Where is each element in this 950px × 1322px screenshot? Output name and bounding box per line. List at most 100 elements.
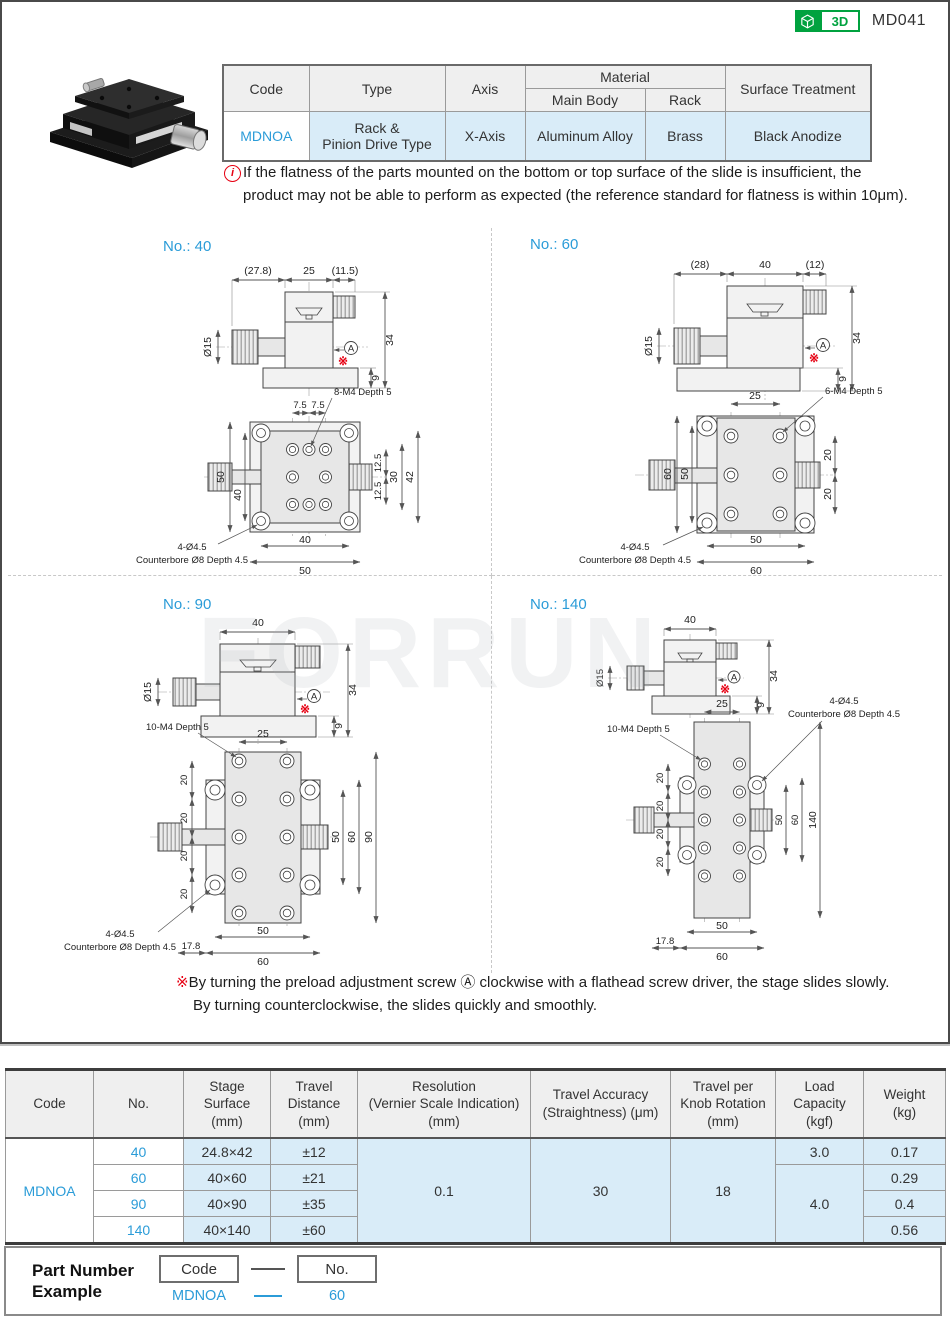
3d-viewer-badge[interactable]: 3D xyxy=(794,10,860,32)
dim-label: 50 xyxy=(679,468,691,480)
spec-no-140: 140 xyxy=(93,1216,184,1244)
reference-mark: ※ xyxy=(176,974,189,991)
callout-label: Counterbore Ø8 Depth 4.5 xyxy=(136,555,248,566)
flatness-note-text: If the flatness of the parts mounted on … xyxy=(243,162,908,207)
dim-label: 34 xyxy=(768,670,780,682)
m4-holes xyxy=(723,428,788,522)
dim-label: 7.5 xyxy=(293,400,306,411)
dim-label: 25 xyxy=(257,728,269,740)
drawing-no140-title: No.: 140 xyxy=(530,596,587,613)
dim-label: (27.8) xyxy=(244,265,271,277)
ov-header-material: Material xyxy=(524,64,726,89)
ov-type-value: Rack & Pinion Drive Type xyxy=(308,111,446,162)
callout-label: 4-Ø4.5 xyxy=(829,696,858,707)
table-row: 90 40×90 ±35 0.4 xyxy=(6,1190,946,1217)
drawing-no60-svg: (28) 40 (12) Ø15 34 9 A ※ xyxy=(579,259,883,577)
spec-travel-40: ±12 xyxy=(270,1137,358,1165)
drawing-no90-title: No.: 90 xyxy=(163,596,212,613)
preload-star: ※ xyxy=(300,702,310,716)
preload-star: ※ xyxy=(338,354,348,368)
dim-label: Ø15 xyxy=(643,336,655,356)
ov-main-body-value: Aluminum Alloy xyxy=(524,111,646,162)
part-number-no-value: 60 xyxy=(328,1288,346,1304)
dim-label: Ø15 xyxy=(142,682,154,702)
dim-label: 34 xyxy=(347,684,359,696)
dim-label: 12.5 xyxy=(373,482,384,501)
spec-header-knob-rotation: Travel per Knob Rotation (mm) xyxy=(670,1069,776,1139)
dim-label: 7.5 xyxy=(311,400,324,411)
dim-label: 9 xyxy=(333,723,345,729)
m4-holes xyxy=(286,443,332,511)
overview-table-wrap: Code Type Axis Material Surface Treatmen… xyxy=(222,64,873,162)
spec-load-40: 3.0 xyxy=(775,1137,864,1165)
dim-label: 60 xyxy=(750,565,762,577)
dim-label: 50 xyxy=(215,471,227,483)
spec-weight-60: 0.29 xyxy=(863,1164,946,1191)
preload-note-line1: By turning the preload adjustment screw … xyxy=(188,974,890,991)
m4-holes xyxy=(231,753,295,921)
cube-3d-icon xyxy=(794,10,820,32)
part-number-title: Part Number Example xyxy=(32,1260,135,1301)
marker-a: A xyxy=(820,341,827,352)
ov-header-surface: Surface Treatment xyxy=(724,64,872,112)
spec-header-code: Code xyxy=(5,1069,94,1139)
callout-label: 4-Ø4.5 xyxy=(620,542,649,553)
callout-label: 10-M4 Depth 5 xyxy=(607,724,670,735)
product-photo-graphic xyxy=(50,78,208,168)
counterbore-holes xyxy=(677,775,767,865)
dim-label: 20 xyxy=(822,488,834,500)
dim-label: 25 xyxy=(749,390,761,402)
part-number-code-value: MDNOA xyxy=(172,1288,227,1304)
ov-header-type: Type xyxy=(308,64,446,112)
dim-label: 50 xyxy=(330,831,342,843)
spec-weight-140: 0.56 xyxy=(863,1216,946,1244)
dim-label: 30 xyxy=(388,471,400,483)
spec-header-row: Code No. Stage Surface (mm) Travel Dista… xyxy=(5,1069,946,1139)
dim-label: 50 xyxy=(774,815,785,826)
overview-table: Code Type Axis Material Surface Treatmen… xyxy=(222,64,873,162)
callout-label: 4-Ø4.5 xyxy=(177,542,206,553)
marker-a: A xyxy=(731,673,738,684)
spec-header-stage-surface: Stage Surface (mm) xyxy=(183,1069,271,1139)
callout-label: Counterbore Ø8 Depth 4.5 xyxy=(788,709,900,720)
flatness-note: i If the flatness of the parts mounted o… xyxy=(224,162,924,207)
callout-label: 4-Ø4.5 xyxy=(105,929,134,940)
table-row: 140 40×140 ±60 0.56 xyxy=(6,1216,946,1244)
dim-label: 50 xyxy=(299,565,311,575)
dim-label: 60 xyxy=(790,815,801,826)
dim-label: 50 xyxy=(716,920,728,932)
callout-label: 6-M4 Depth 5 xyxy=(825,386,883,397)
spec-no-40: 40 xyxy=(93,1137,184,1165)
dim-label: 17.8 xyxy=(182,941,201,952)
spec-code-value: MDNOA xyxy=(5,1137,94,1244)
ov-surface-value: Black Anodize xyxy=(724,111,872,162)
dim-label: 60 xyxy=(662,468,674,480)
spec-table-wrap: Code No. Stage Surface (mm) Travel Dista… xyxy=(5,1068,946,1245)
callout-label: 10-M4 Depth 5 xyxy=(146,722,209,733)
part-number-dash-blue xyxy=(254,1295,283,1297)
spec-weight-40: 0.17 xyxy=(863,1137,946,1165)
dim-label: 40 xyxy=(299,534,311,546)
dim-label: 20 xyxy=(655,801,666,812)
drawing-no40: No.: 40 (27.8) 25 xyxy=(8,228,492,576)
dim-label: 140 xyxy=(807,811,819,829)
counterbore-holes xyxy=(204,779,321,896)
dim-label: 12.5 xyxy=(373,454,384,473)
dim-label: 9 xyxy=(370,375,382,381)
spec-stage-60: 40×60 xyxy=(183,1164,271,1191)
spec-header-travel-distance: Travel Distance (mm) xyxy=(270,1069,358,1139)
dim-label: 20 xyxy=(179,851,190,862)
spec-stage-140: 40×140 xyxy=(183,1216,271,1244)
dim-label: 20 xyxy=(179,813,190,824)
spec-header-no: No. xyxy=(93,1069,184,1139)
spec-header-load-capacity: Load Capacity (kgf) xyxy=(775,1069,864,1139)
dim-label: 42 xyxy=(404,471,416,483)
dim-label: 9 xyxy=(837,376,849,382)
dim-label: 20 xyxy=(179,889,190,900)
dim-label: (11.5) xyxy=(332,265,359,277)
dim-label: 34 xyxy=(851,332,863,344)
drawing-no140-svg: 40 Ø15 34 9 A ※ xyxy=(595,614,900,963)
spec-travel-60: ±21 xyxy=(270,1164,358,1191)
ov-header-axis: Axis xyxy=(444,64,526,112)
callout-label: 8-M4 Depth 5 xyxy=(334,387,392,398)
